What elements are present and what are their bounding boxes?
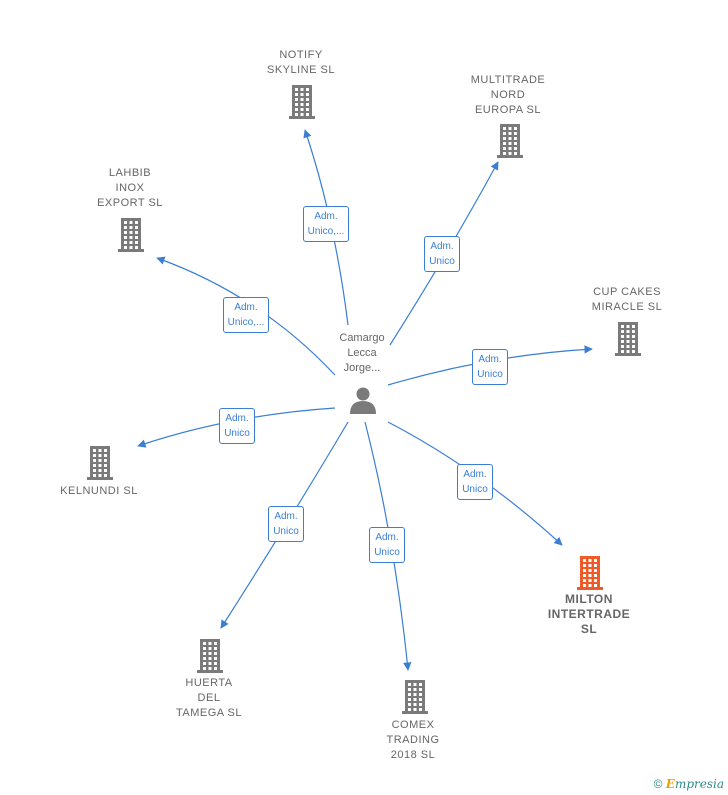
edge-label-kelnundi[interactable]: Adm. Unico	[219, 408, 255, 444]
edge-label-huerta[interactable]: Adm. Unico	[268, 506, 304, 542]
company-node-kelnundi[interactable]: KELNUNDI SL	[49, 484, 149, 499]
building-icon[interactable]	[197, 639, 223, 673]
edge-label-milton[interactable]: Adm. Unico	[457, 464, 493, 500]
copyright-footer: © Empresia	[654, 777, 724, 791]
edge-label-cupcakes[interactable]: Adm. Unico	[472, 349, 508, 385]
company-node-cupcakes[interactable]: CUP CAKES MIRACLE SL	[572, 285, 682, 315]
building-icon[interactable]	[289, 85, 315, 119]
edge-label-multitrade[interactable]: Adm. Unico	[424, 236, 460, 272]
building-icon[interactable]	[577, 556, 603, 590]
company-name: LAHBIB INOX EXPORT SL	[97, 166, 163, 209]
building-icon[interactable]	[87, 446, 113, 480]
company-node-huerta[interactable]: HUERTA DEL TAMEGA SL	[154, 676, 264, 721]
company-name: NOTIFY SKYLINE SL	[267, 49, 335, 76]
company-node-comex[interactable]: COMEX TRADING 2018 SL	[358, 718, 468, 763]
company-name: COMEX TRADING 2018 SL	[386, 718, 440, 761]
building-icon[interactable]	[497, 124, 523, 158]
building-icon[interactable]	[615, 322, 641, 356]
edge-label-notify[interactable]: Adm. Unico,...	[302, 206, 350, 242]
edge-label-lahbib[interactable]: Adm. Unico,...	[222, 297, 270, 333]
person-icon[interactable]	[350, 387, 376, 415]
company-name: KELNUNDI SL	[60, 484, 138, 497]
empresia-logo[interactable]: Empresia	[665, 777, 724, 791]
company-node-notify[interactable]: NOTIFY SKYLINE SL	[246, 48, 356, 78]
company-node-lahbib[interactable]: LAHBIB INOX EXPORT SL	[80, 166, 180, 211]
company-node-multitrade[interactable]: MULTITRADE NORD EUROPA SL	[453, 73, 563, 118]
company-node-milton[interactable]: MILTON INTERTRADE SL	[534, 592, 644, 637]
building-icon[interactable]	[402, 680, 428, 714]
company-name: CUP CAKES MIRACLE SL	[591, 286, 663, 313]
building-icon[interactable]	[118, 218, 144, 252]
company-name: HUERTA DEL TAMEGA SL	[175, 676, 243, 719]
company-name: MILTON INTERTRADE SL	[547, 591, 631, 636]
company-name: MULTITRADE NORD EUROPA SL	[470, 73, 546, 116]
center-person-label[interactable]: Camargo Lecca Jorge...	[339, 331, 385, 374]
icons-layer	[87, 85, 641, 714]
edge-label-comex[interactable]: Adm. Unico	[369, 527, 405, 563]
copyright-icon: ©	[653, 777, 663, 791]
